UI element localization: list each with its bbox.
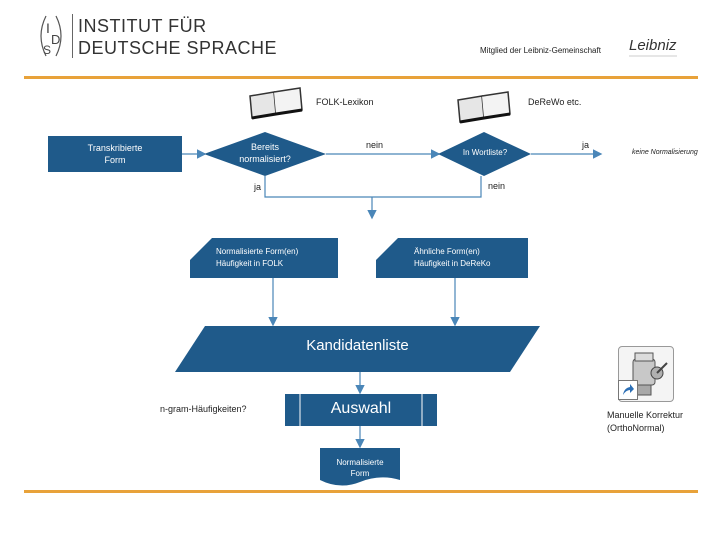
- normalized-forms-label-2: Häufigkeit in FOLK: [216, 259, 284, 268]
- edge-nein-1: nein: [366, 140, 384, 150]
- ngram-label: n-gram-Häufigkeiten?: [160, 404, 247, 414]
- in-wordlist-label: In Wortliste?: [462, 148, 508, 157]
- selection-label: Auswahl: [330, 400, 392, 417]
- svg-text:D: D: [51, 32, 60, 47]
- similar-forms-label-1: Ähnliche Form(en): [414, 247, 480, 256]
- folk-lexicon-label: FOLK-Lexikon: [316, 97, 374, 107]
- edge-ja-1: ja: [254, 182, 262, 192]
- header-divider: [24, 76, 698, 79]
- institute-name-line1: INSTITUT FÜR: [78, 16, 207, 36]
- svg-text:S: S: [43, 43, 51, 57]
- normalized-forms-label-1: Normalisierte Form(en): [216, 247, 299, 256]
- institute-name-line2: DEUTSCHE SPRACHE: [78, 38, 278, 58]
- book-icon-folk: [244, 84, 308, 120]
- normalized-form-label-1: Normalisierte: [336, 458, 384, 467]
- leibniz-logo: Leibniz: [625, 34, 681, 64]
- selection-node: [285, 394, 437, 426]
- similar-forms-node: [376, 238, 528, 278]
- no-normalization-label: keine Normalisierung: [632, 149, 698, 156]
- transcribed-form-node: [48, 136, 182, 172]
- ids-logo-divider: [72, 14, 73, 58]
- already-normalized-label-2: normalisiert?: [239, 154, 291, 164]
- candidate-list-node: [175, 326, 540, 372]
- edge-nein-2: nein: [488, 181, 506, 191]
- normalized-form-node: [320, 448, 400, 486]
- manual-correction-label-2: (OrthoNormal): [607, 423, 665, 433]
- book-icon-dereko: [452, 88, 516, 124]
- normalized-forms-node: [190, 238, 338, 278]
- manual-correction-label-1: Manuelle Korrektur: [607, 410, 684, 420]
- transcribed-form-label-1: Transkribierte: [87, 143, 143, 153]
- transcribed-form-label-2: Form: [104, 155, 126, 165]
- ids-logo-mark: I D S: [40, 15, 62, 57]
- similar-forms-label-2: Häufigkeit in DeReKo: [414, 259, 491, 268]
- edge-ja-2: ja: [582, 140, 590, 150]
- already-normalized-decision: [204, 132, 326, 176]
- in-wordlist-decision: [438, 132, 531, 176]
- leibniz-member-text: Mitglied der Leibniz-Gemeinschaft: [480, 46, 601, 55]
- footer-divider: [24, 490, 698, 493]
- ids-logo: I D S: [34, 14, 68, 58]
- shortcut-arrow-icon: [618, 380, 638, 400]
- already-normalized-label-1: Bereits: [250, 142, 279, 152]
- svg-text:Leibniz: Leibniz: [629, 37, 677, 54]
- candidate-list-label: Kandidatenliste: [306, 337, 409, 354]
- dereko-label: DeReWo etc.: [528, 97, 582, 107]
- normalized-form-label-2: Form: [350, 469, 370, 478]
- svg-text:I: I: [46, 20, 50, 36]
